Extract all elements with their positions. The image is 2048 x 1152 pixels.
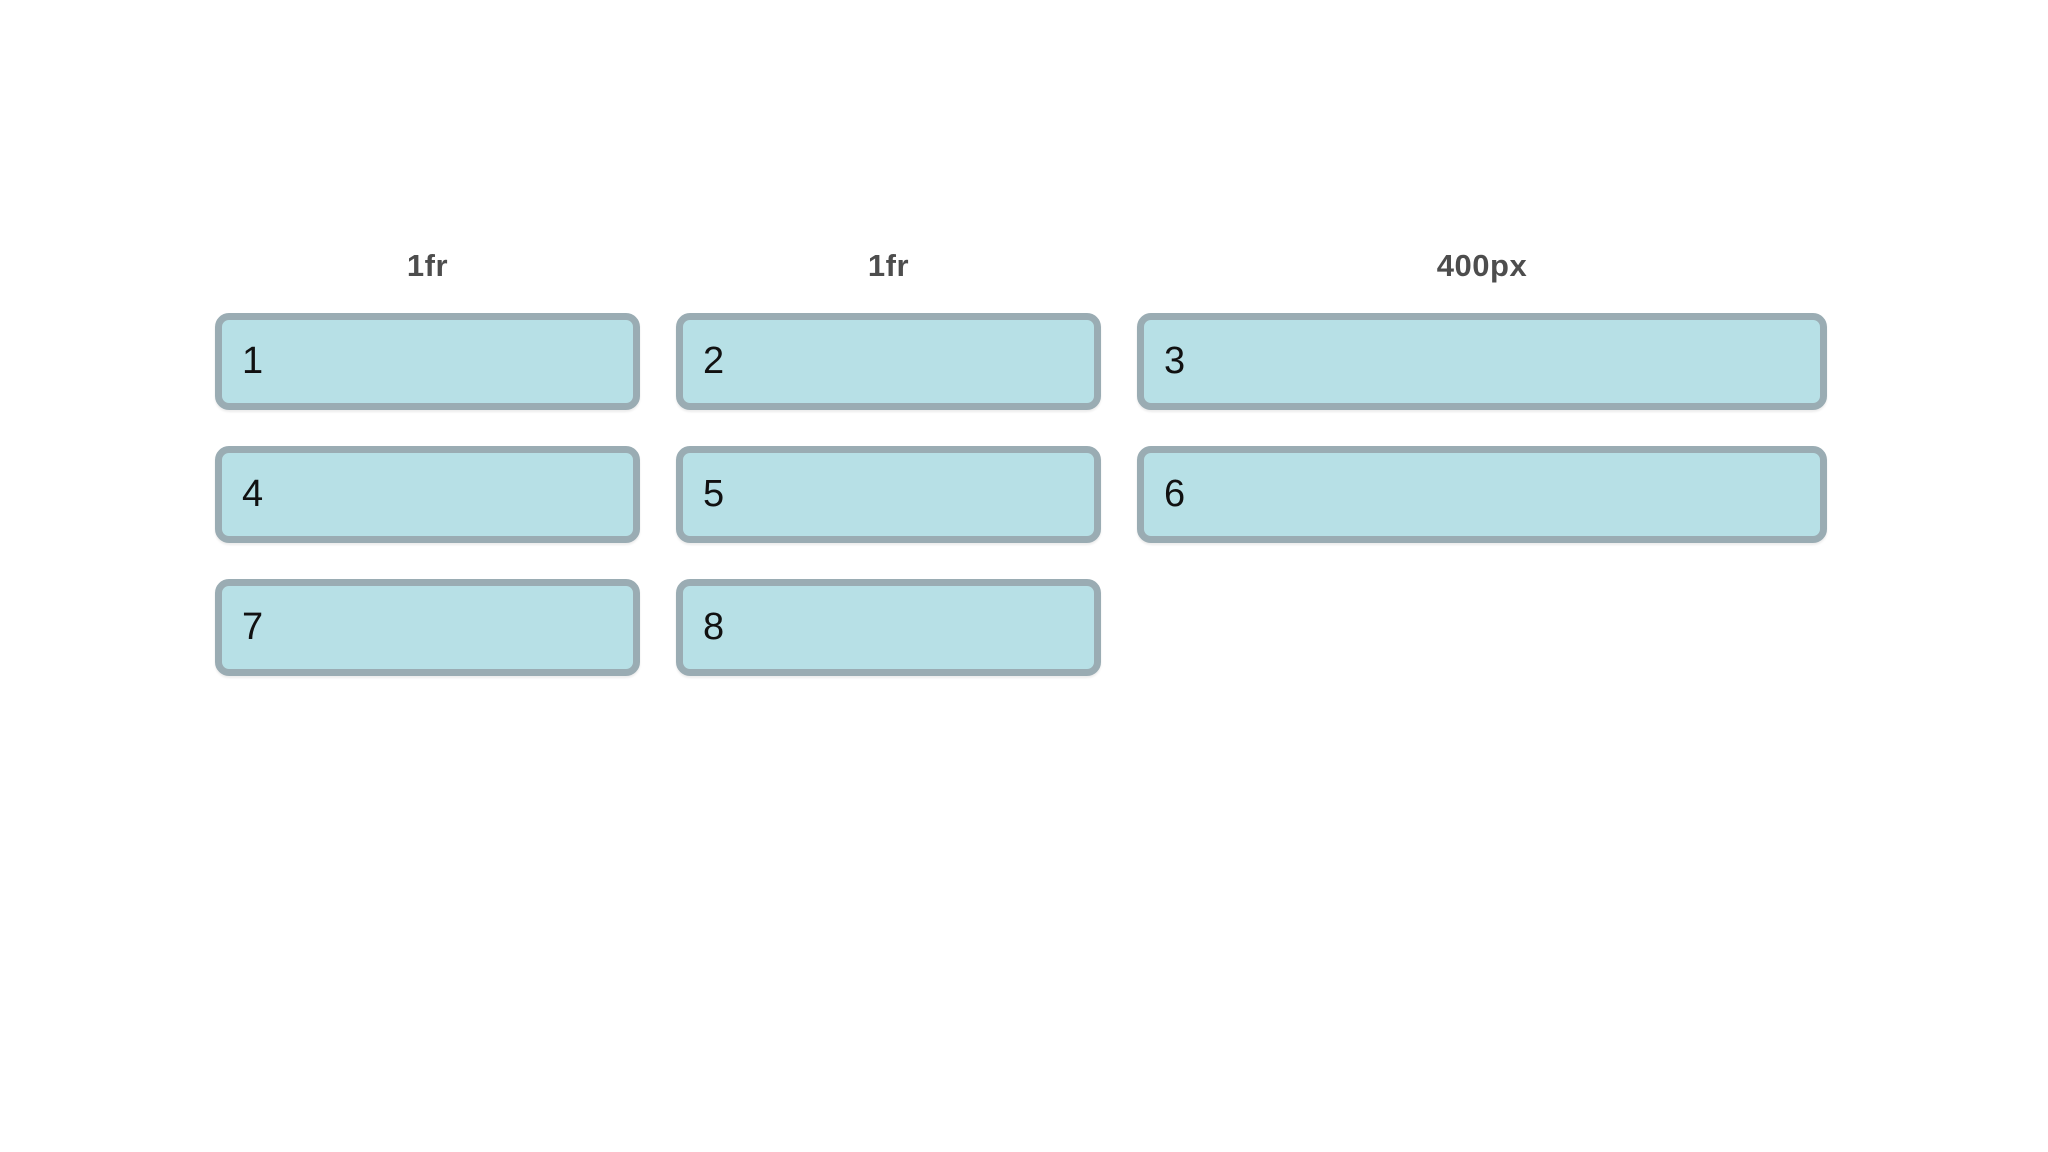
track-header-col3: 400px: [1436, 248, 1528, 283]
grid-item: 6: [1137, 446, 1827, 543]
grid-demo: 1fr 1fr 400px 1 2 3 4 5 6 7 8: [215, 250, 1827, 676]
grid-item: 2: [676, 313, 1101, 410]
demo-grid: 1 2 3 4 5 6 7 8: [215, 313, 1827, 676]
grid-item: 4: [215, 446, 640, 543]
grid-item: 1: [215, 313, 640, 410]
track-header-col2: 1fr: [867, 248, 910, 283]
grid-item: 3: [1137, 313, 1827, 410]
grid-item: 8: [676, 579, 1101, 676]
track-header-col1: 1fr: [406, 248, 449, 283]
grid-track-headers: 1fr 1fr 400px: [215, 250, 1827, 282]
grid-item: 7: [215, 579, 640, 676]
grid-item: 5: [676, 446, 1101, 543]
